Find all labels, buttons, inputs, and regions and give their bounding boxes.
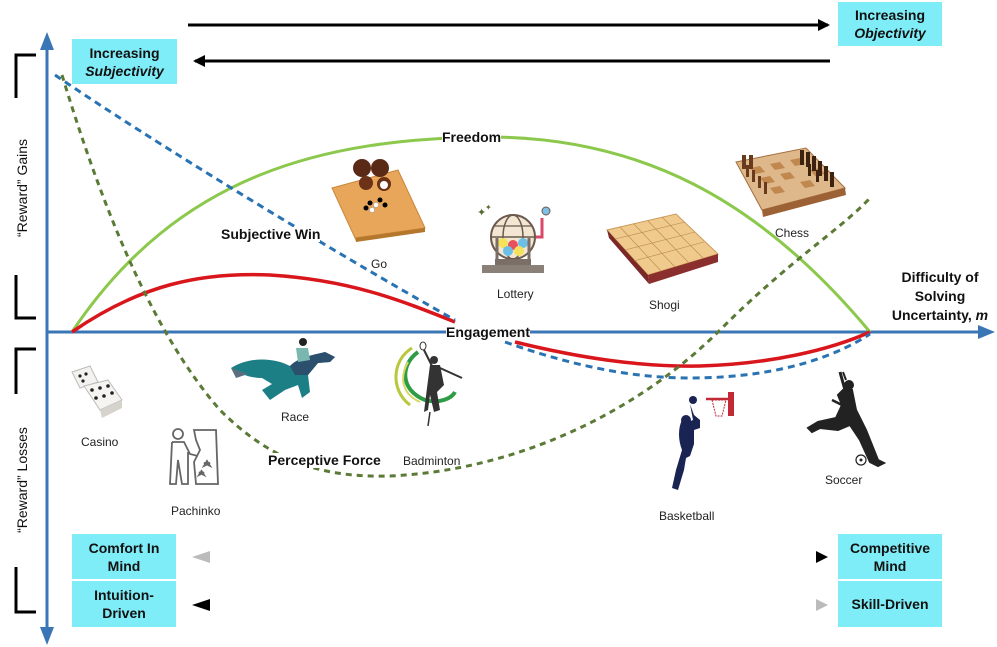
label-basketball: Basketball bbox=[659, 509, 715, 523]
soccer-player-icon bbox=[806, 371, 887, 468]
label-pachinko: Pachinko bbox=[171, 504, 221, 518]
x-axis-variable: m bbox=[975, 307, 989, 323]
label-chess: Chess bbox=[775, 226, 810, 240]
bracket-gains-top bbox=[14, 53, 36, 98]
svg-text:✦: ✦ bbox=[477, 207, 486, 219]
curve-perceptive-force bbox=[60, 74, 872, 478]
label-badminton: Badminton bbox=[403, 454, 461, 468]
go-board-icon bbox=[331, 159, 426, 242]
label-casino: Casino bbox=[81, 435, 119, 449]
box-line: Mind bbox=[107, 557, 141, 574]
pachinko-icon bbox=[169, 428, 219, 485]
x-axis-label: Difficulty of Solving Uncertainty, m bbox=[885, 268, 995, 325]
shogi-board-icon bbox=[606, 213, 719, 284]
curve-subjective-win-lower bbox=[504, 332, 871, 380]
chess-board-icon bbox=[735, 147, 846, 217]
basketball-player-icon bbox=[672, 392, 734, 490]
bracket-gains-bottom bbox=[14, 275, 36, 320]
curve-engagement-negative bbox=[514, 330, 871, 368]
dice-icon bbox=[71, 365, 123, 418]
label-subjective-win: Subjective Win bbox=[221, 226, 321, 242]
box-line-italic: Objectivity bbox=[854, 25, 926, 41]
increasing-subjectivity-box: Increasing Subjectivity bbox=[72, 39, 177, 84]
y-axis-label-gains: “Reward” Gains bbox=[14, 138, 30, 238]
skill-driven-box: Skill-Driven bbox=[838, 581, 942, 627]
y-axis-label-losses: “Reward” Losses bbox=[14, 427, 30, 533]
box-line: Comfort In bbox=[88, 539, 160, 556]
box-line: Mind bbox=[873, 557, 907, 574]
box-line: Increasing bbox=[89, 44, 160, 61]
label-shogi: Shogi bbox=[649, 298, 680, 312]
box-line: Increasing bbox=[854, 7, 926, 23]
x-axis-label-line1: Difficulty of bbox=[901, 269, 979, 285]
bracket-losses-bottom bbox=[14, 567, 36, 614]
arrow-tail-comfort bbox=[192, 551, 210, 563]
increasing-objectivity-box: Increasing Objectivity bbox=[838, 2, 942, 46]
label-perceptive-force: Perceptive Force bbox=[268, 452, 381, 468]
lottery-machine-icon: ✦ ✦ bbox=[477, 203, 551, 273]
box-line: Skill-Driven bbox=[851, 596, 929, 612]
x-axis-label-line2: Solving bbox=[914, 288, 966, 304]
x-axis-arrow bbox=[978, 325, 995, 339]
x-axis-label-text: Uncertainty, bbox=[891, 307, 976, 323]
arrow-head-intuition bbox=[192, 599, 210, 611]
competitive-mind-box: Competitive Mind bbox=[838, 534, 942, 579]
bracket-losses-top bbox=[14, 347, 36, 394]
label-engagement: Engagement bbox=[446, 324, 531, 340]
curve-engagement-positive bbox=[71, 272, 456, 334]
label-freedom: Freedom bbox=[442, 129, 502, 145]
intuition-driven-box: Intuition- Driven bbox=[72, 581, 176, 627]
label-race: Race bbox=[281, 410, 310, 424]
label-soccer: Soccer bbox=[825, 473, 863, 487]
badminton-player-icon bbox=[394, 341, 463, 427]
y-axis-up-arrow bbox=[40, 32, 54, 50]
comfort-in-mind-box: Comfort In Mind bbox=[72, 534, 176, 579]
x-axis-label-line3: Uncertainty, m bbox=[885, 306, 995, 325]
box-line: Driven bbox=[102, 605, 146, 621]
box-line: Competitive bbox=[849, 539, 931, 556]
curve-subjective-win bbox=[54, 73, 456, 322]
y-axis-down-arrow bbox=[40, 627, 54, 645]
race-horse-icon bbox=[231, 338, 335, 400]
box-line: Intuition- bbox=[94, 587, 154, 603]
svg-text:✦: ✦ bbox=[485, 203, 492, 212]
box-line-italic: Subjectivity bbox=[85, 62, 164, 79]
label-go: Go bbox=[371, 257, 388, 271]
label-lottery: Lottery bbox=[497, 287, 534, 301]
